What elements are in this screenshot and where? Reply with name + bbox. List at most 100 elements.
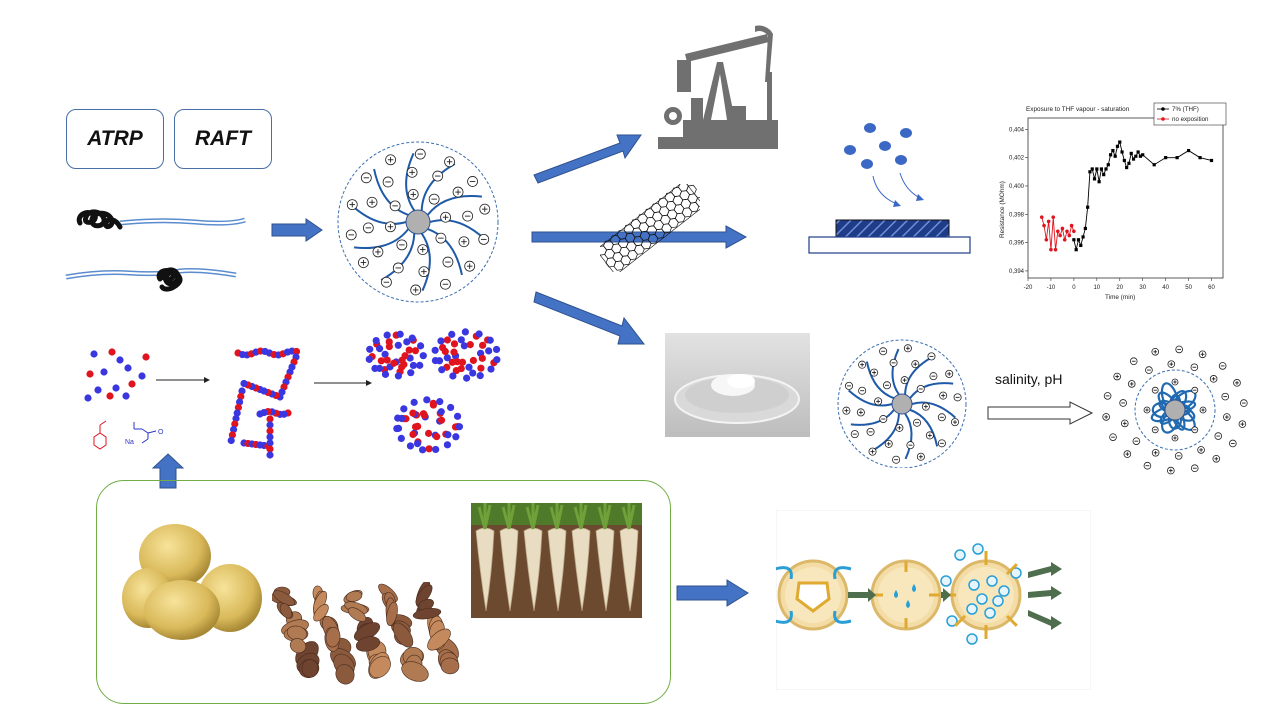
polymer-arm: [909, 382, 954, 399]
nutshell-piece: [440, 657, 460, 675]
chain-monomer: [266, 415, 274, 423]
nutshell-piece: [289, 638, 307, 654]
branched-monomer: [469, 369, 477, 377]
data-point: [1122, 158, 1126, 163]
data-point: [1086, 205, 1090, 209]
data-point: [1129, 151, 1133, 155]
positive-charge-icon: [1151, 448, 1160, 457]
branched-monomer: [477, 364, 485, 372]
nutshell-piece: [386, 601, 398, 626]
data-point: [1198, 156, 1202, 160]
released-bubble: [992, 595, 1004, 607]
branched-monomer: [493, 356, 501, 364]
data-point: [1046, 219, 1051, 224]
monomer: [142, 353, 150, 361]
monomer: [122, 392, 130, 400]
y-tick-label: 0,398: [1009, 212, 1025, 218]
positive-charge-icon: [385, 154, 396, 166]
released-bubble: [998, 585, 1010, 597]
data-point: [1076, 238, 1081, 242]
negative-charge-icon: [879, 415, 888, 424]
branched-monomer: [460, 342, 468, 350]
chain-monomer: [266, 445, 274, 453]
monomer: [124, 364, 132, 372]
data-point: [1072, 229, 1076, 234]
data-point: [1131, 157, 1136, 161]
negative-charge-icon: [435, 232, 447, 244]
positive-charge-icon: [945, 369, 954, 378]
negative-charge-icon: [1229, 439, 1237, 448]
positive-charge-icon: [1171, 378, 1179, 386]
resistance-chart: Exposure to THF vapour - saturation -20-…: [999, 102, 1227, 301]
branched-monomer: [455, 423, 464, 431]
copolymerization-scheme: O Na: [84, 328, 501, 459]
branched-monomer: [423, 396, 431, 404]
data-point: [1056, 229, 1060, 234]
vapour-molecule: [864, 123, 876, 133]
branched-monomer: [492, 345, 501, 354]
chain-monomer: [266, 439, 274, 447]
branched-monomer: [406, 442, 415, 450]
cnt-hexagon: [627, 249, 638, 261]
positive-charge-icon: [417, 244, 429, 255]
positive-charge-icon: [856, 408, 865, 417]
released-bubble: [946, 615, 958, 627]
positive-charge-icon: [858, 360, 867, 369]
nutshells-image: [272, 582, 460, 685]
negative-charge-icon: [913, 418, 922, 427]
data-point: [1051, 215, 1056, 219]
released-bubble: [940, 575, 952, 587]
negative-charge-icon: [1218, 362, 1227, 370]
data-point: [1118, 140, 1122, 144]
chain-monomer: [233, 409, 241, 417]
branched-monomer: [393, 424, 401, 433]
branched-monomer: [476, 372, 484, 380]
nutshell-piece: [401, 661, 429, 682]
data-point: [1042, 223, 1046, 228]
polymer-arm: [891, 348, 900, 396]
released-bubble: [1010, 567, 1022, 579]
release-arrow: [954, 614, 967, 627]
nutshell-piece: [412, 607, 442, 620]
polymer-arm: [405, 152, 416, 212]
branched-monomer: [381, 370, 390, 378]
chain-monomer: [256, 410, 264, 418]
branched-monomer: [466, 341, 474, 349]
data-point: [1120, 150, 1124, 154]
cnt-hexagon: [640, 239, 652, 250]
branched-monomer: [486, 336, 494, 344]
positive-charge-icon: [1171, 434, 1179, 442]
positive-charge-icon: [452, 186, 464, 198]
branched-monomer: [418, 446, 427, 454]
positive-charge-icon: [916, 452, 925, 461]
polymer-arm: [350, 204, 407, 225]
polymer-arm: [429, 219, 486, 240]
negative-charge-icon: [889, 358, 898, 367]
micelle-core: [405, 209, 431, 235]
polymer-arm: [872, 413, 900, 452]
branched-monomer: [366, 345, 374, 353]
branched-monomer: [383, 356, 391, 364]
x-tick-label: 10: [1093, 285, 1100, 291]
branched-monomer: [425, 429, 433, 437]
vapour-molecule: [879, 141, 891, 151]
branched-monomer: [409, 430, 417, 439]
negative-charge-icon: [892, 455, 901, 464]
carbon-nanotube: [600, 184, 700, 272]
nutshell-piece: [301, 659, 319, 678]
positive-charge-icon: [358, 257, 369, 268]
polyelectrolyte-micelle-top: [337, 141, 499, 303]
positive-charge-icon: [346, 199, 358, 211]
data-point: [1053, 247, 1058, 252]
y-tick-label: 0,402: [1009, 156, 1025, 162]
data-point: [1062, 237, 1067, 242]
data-point: [1081, 235, 1085, 239]
branched-monomer: [394, 372, 402, 380]
monomer: [116, 356, 124, 364]
sensor-substrate: [808, 236, 971, 254]
plot-frame: [1027, 117, 1224, 279]
branched-monomer: [394, 414, 402, 422]
polymer-arm: [904, 412, 913, 460]
data-point: [1097, 180, 1101, 184]
branched-monomer: [390, 359, 398, 367]
